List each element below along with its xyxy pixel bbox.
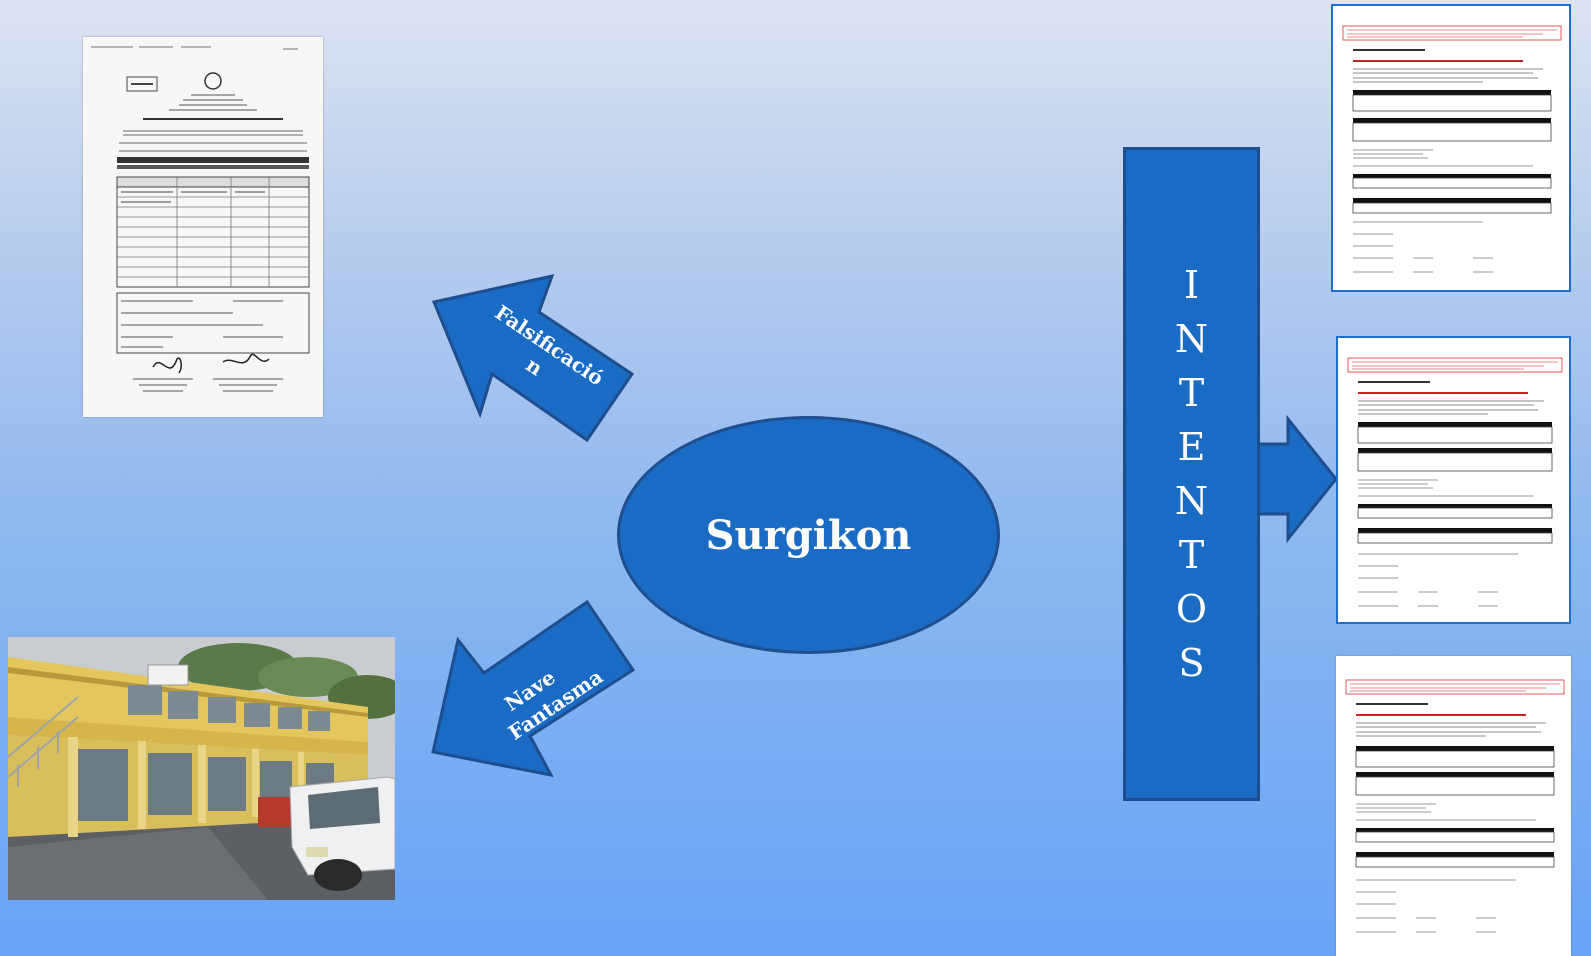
ghost-ship-arrow: Nave Fantasma	[431, 599, 636, 778]
notification-form-1-image	[1331, 4, 1571, 292]
intentos-letter: T	[1178, 371, 1205, 415]
hub-label: Surgikon	[705, 511, 912, 559]
intentos-box: I N T E N T O S	[1123, 147, 1260, 801]
intentos-letter: N	[1174, 317, 1209, 361]
notification-form-3-image	[1336, 656, 1571, 956]
intentos-letter: I	[1183, 263, 1199, 307]
intentos-letter: O	[1175, 587, 1208, 631]
falsification-arrow: Falsificació n	[431, 273, 635, 443]
intentos-letter: N	[1174, 479, 1209, 523]
intentos-letter: T	[1178, 533, 1205, 577]
import-permit-document-image	[83, 37, 323, 417]
building-photo	[8, 637, 395, 900]
notification-form-2-image	[1336, 336, 1571, 624]
intentos-arrow	[1256, 414, 1338, 544]
surgikon-hub-ellipse: Surgikon	[617, 416, 1000, 654]
intentos-letter: S	[1178, 641, 1205, 685]
intentos-letter: E	[1177, 425, 1206, 469]
